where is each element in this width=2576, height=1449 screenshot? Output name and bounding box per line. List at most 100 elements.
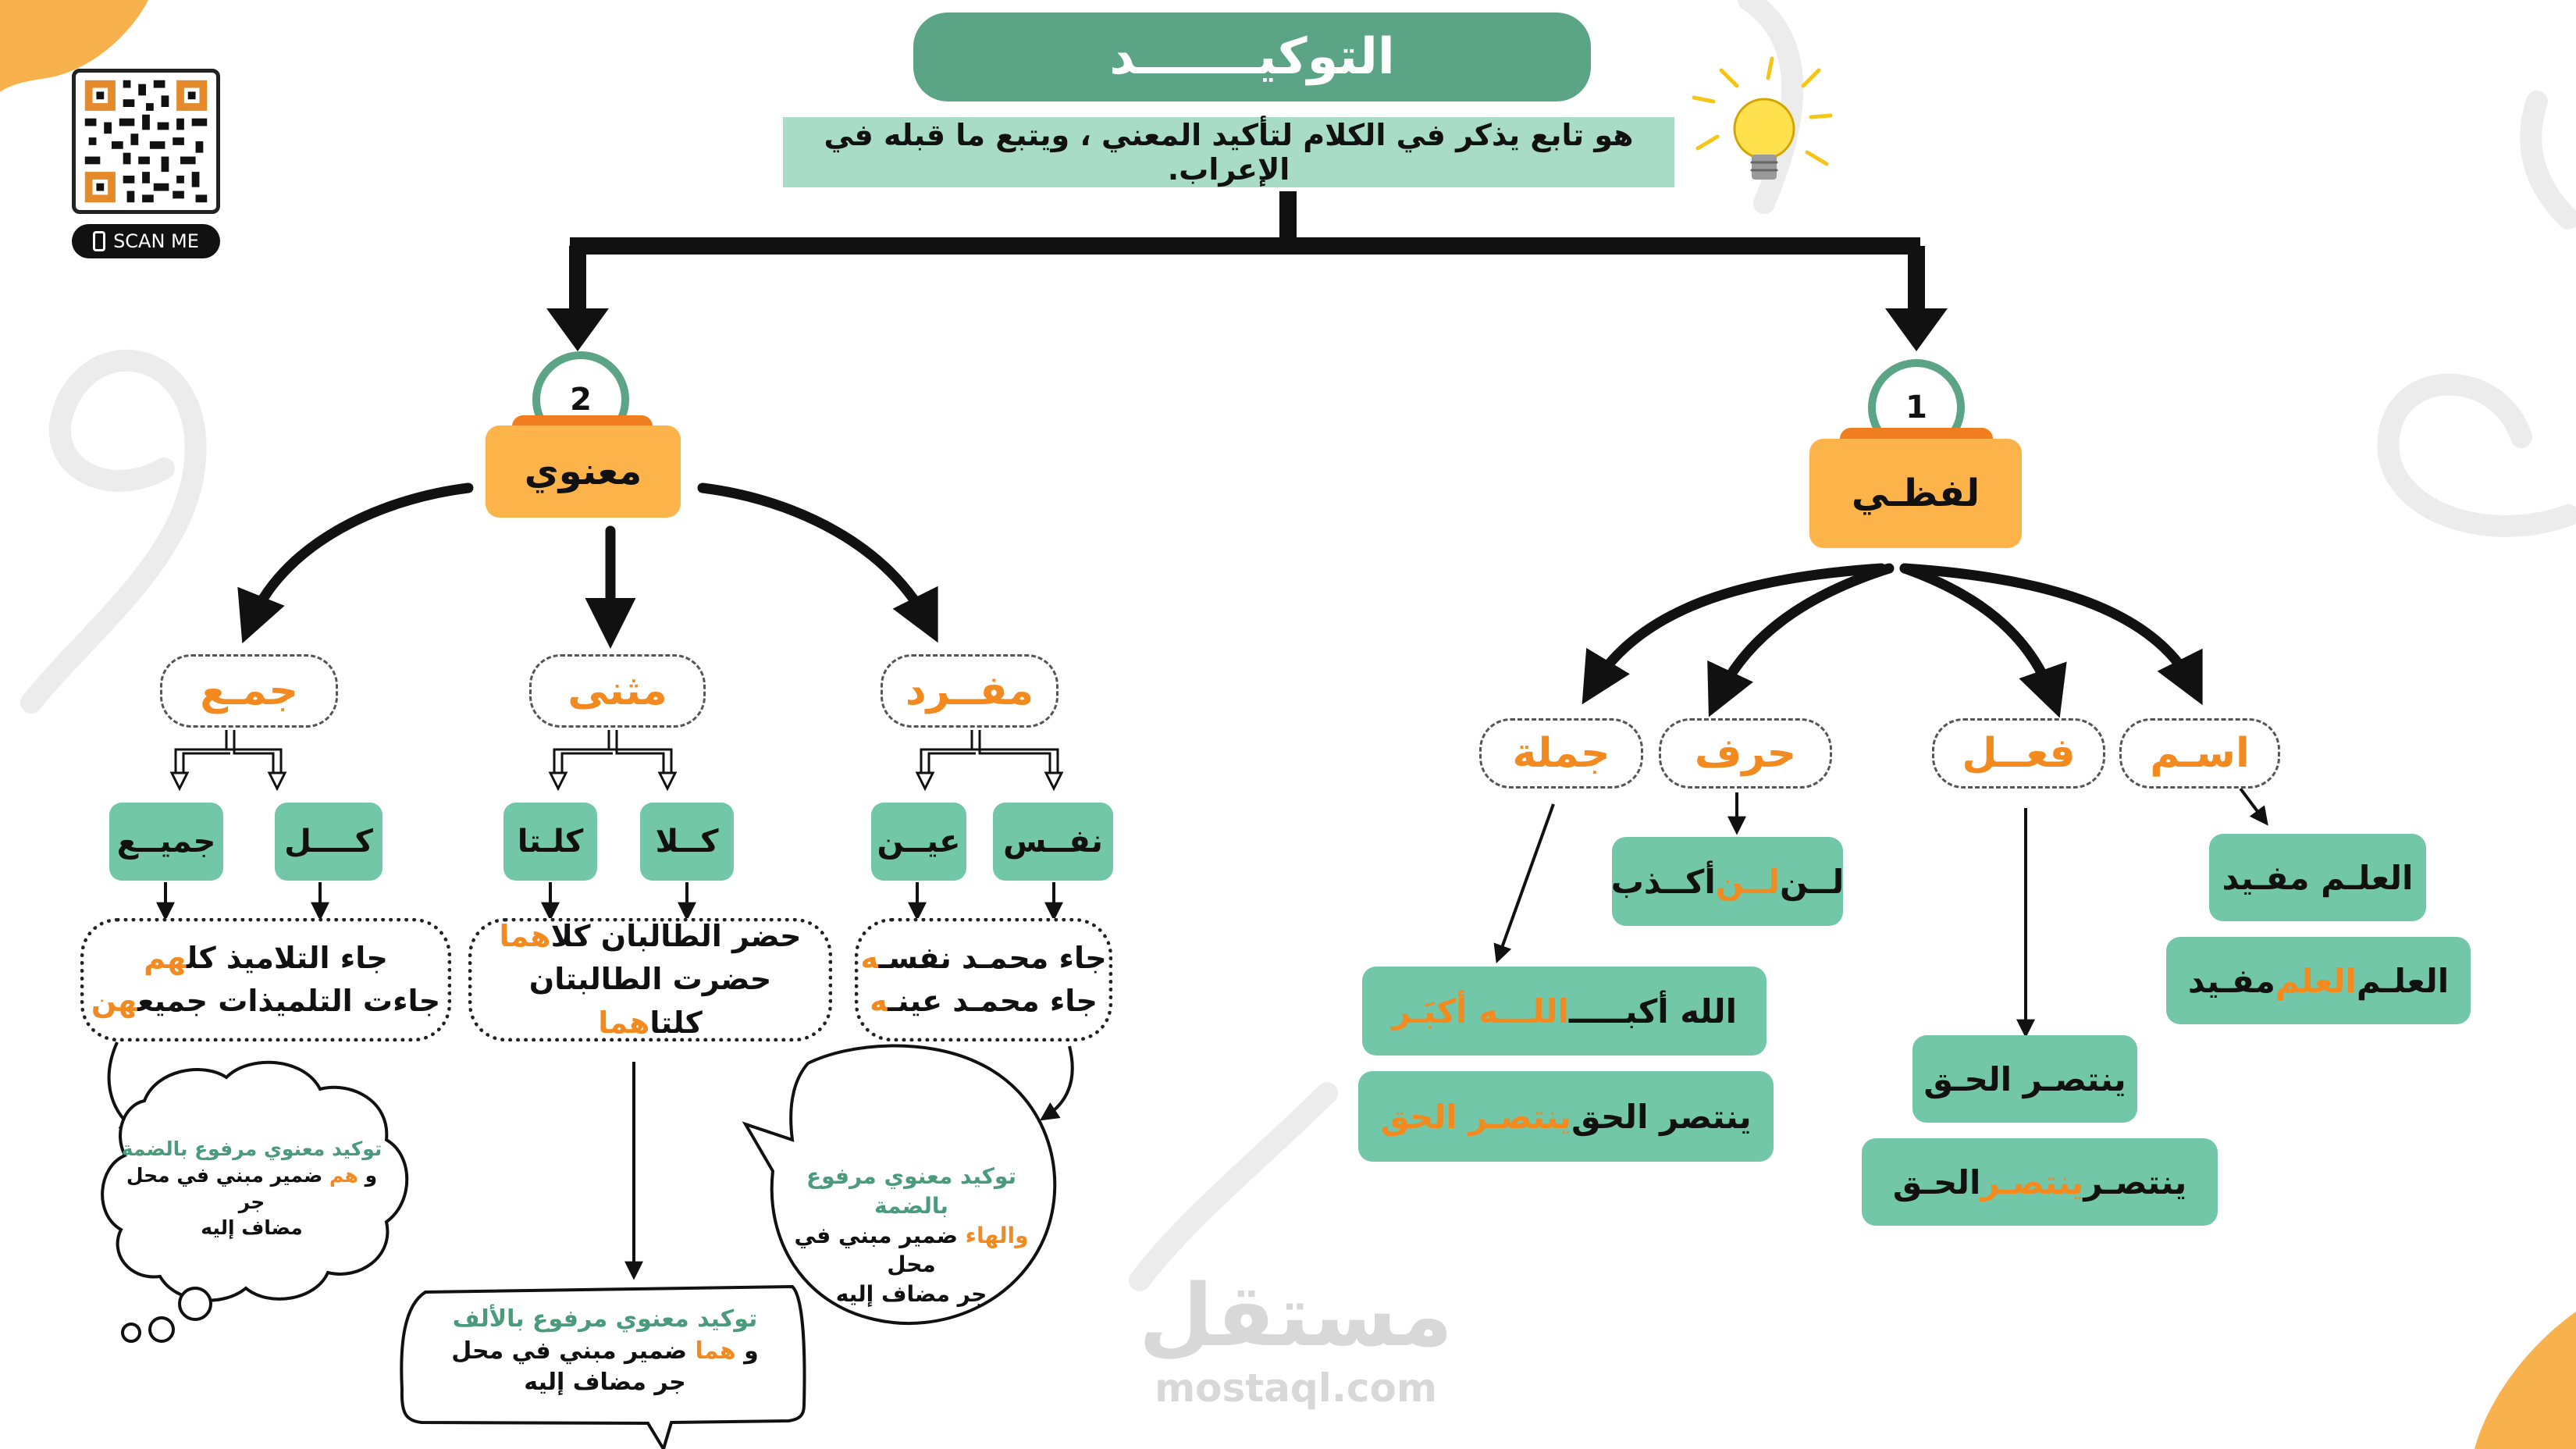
harf-example: لــن لــن أكــذب — [1610, 837, 1845, 926]
mufrad-note: توكيد معنوي مرفوع بالضمة والهاء ضمير مبن… — [777, 1162, 1046, 1309]
jumla-example-2-repeat: ينتصـر الحق — [1380, 1097, 1572, 1136]
watermark-arabic: مستقل — [1138, 1266, 1453, 1365]
mufrad-example-1-pronoun: ه — [860, 940, 879, 975]
mufrad-example-2-pronoun: ه — [870, 984, 888, 1018]
mufrad-note-line-3: جر مضاف إليه — [835, 1281, 987, 1308]
mufrad-example-2-text: جاء محمـد عينـ — [888, 984, 1098, 1018]
scan-me-badge[interactable]: SCAN ME — [72, 224, 220, 258]
jumla-example-2: ينتصر الحق ينتصـر الحق — [1358, 1071, 1774, 1162]
muthanna-example-1-pronoun: هما — [499, 919, 551, 954]
jam-note-prefix: و — [358, 1163, 378, 1187]
ism-example-2: العلـم العلم مفـيد — [2166, 937, 2471, 1024]
jam-example-2-text: جاءت التلميذات جميع — [137, 984, 441, 1018]
fil-example-1: ينتصـر الحـق — [1912, 1035, 2137, 1123]
lafzi-thin-connectors — [1493, 787, 2268, 1038]
mufrad-note-line-2: والهاء ضمير مبني في محل — [777, 1221, 1046, 1280]
ism-example-1: العلـم مفـيد — [2209, 834, 2426, 921]
lafzi-category-fil: فعــل — [1932, 718, 2105, 789]
jam-word-jami: جميــع — [109, 803, 223, 881]
muthanna-word-kila: كــلا — [640, 803, 734, 881]
qr-code[interactable] — [72, 69, 220, 214]
muthanna-note-prefix: و — [735, 1337, 759, 1365]
corner-blob-top-left — [0, 0, 148, 92]
mufrad-note-title: توكيد معنوي مرفوع بالضمة — [806, 1163, 1016, 1219]
muthanna-note-line-3: جر مضاف إليه — [524, 1369, 686, 1396]
mufrad-note-bubble — [742, 1044, 1057, 1326]
thought-dots — [121, 1287, 212, 1343]
lafzi-category-jumla: جملة — [1479, 718, 1643, 789]
mufrad-note-pronoun: والهاء — [965, 1222, 1029, 1248]
jumla-example-2-part-a: ينتصر الحق — [1571, 1097, 1752, 1136]
manawi-curved-arrows — [237, 482, 938, 649]
muthanna-note: توكيد معنوي مرفوع بالألف و هما ضمير مبني… — [414, 1304, 796, 1399]
mufrad-example-1-text: جاء محمـد نفسـ — [878, 940, 1107, 975]
manawi-category-mufrad: مفــرد — [881, 654, 1059, 728]
mufrad-note-text: ضمير مبني في محل — [794, 1222, 966, 1278]
muthanna-note-title: توكيد معنوي مرفوع بالألف — [452, 1305, 758, 1333]
jam-example-2-pronoun: هن — [91, 984, 138, 1018]
ism-example-2-part-a: العلـم — [2356, 961, 2450, 1000]
muthanna-example-1-text: حضر الطالبان كلا — [550, 919, 802, 954]
jam-examples: جاء التلاميذ كلهم جاءت التلميذات جميعهن — [80, 918, 451, 1041]
jam-note-title: توكيد معنوي مرفوع بالضمة — [121, 1137, 382, 1160]
mufrad-example-2: جاء محمـد عينـه — [870, 980, 1098, 1023]
definition-text: هو تابع يذكر في الكلام لتأكيد المعني ، و… — [783, 117, 1674, 187]
manawi-branch-box: معنوي — [486, 425, 681, 518]
muthanna-example-1: حضر الطالبان كلاهما — [499, 915, 801, 958]
fil-example-2: ينتصـر ينتصـر الحـق — [1862, 1138, 2218, 1226]
jam-example-1: جاء التلاميذ كلهم — [144, 937, 388, 980]
jumla-example-1: الله أكبـــــ اللـــه أكبَـر — [1362, 967, 1767, 1056]
manawi-bracket-arrowheads — [169, 771, 1064, 792]
jam-note-cloud — [101, 1060, 409, 1302]
fil-example-2-part-c: الحـق — [1892, 1162, 1981, 1202]
arrow-head-left-branch — [546, 308, 609, 351]
ism-example-2-part-c: مفـيد — [2187, 961, 2275, 1000]
jam-example-1-text: جاء التلاميذ كل — [187, 940, 388, 975]
qr-code-icon — [84, 80, 208, 203]
manawi-bracket-connectors — [174, 730, 1059, 773]
manawi-category-jam: جمـع — [160, 654, 338, 728]
background-calligraphy — [20, 0, 2576, 1291]
fil-example-2-repeat: ينتصـر — [1980, 1162, 2084, 1202]
muthanna-example-2-text: حضرت الطالبتان كلتا — [528, 962, 772, 1040]
lafzi-branch-box: لفظـي — [1809, 439, 2022, 548]
lafzi-category-harf: حرف — [1659, 718, 1832, 789]
ism-example-2-repeat: العلم — [2275, 961, 2357, 1000]
lafzi-curved-arrows — [1582, 563, 2203, 718]
lafzi-category-ism: اسـم — [2119, 718, 2280, 789]
muthanna-examples: حضر الطالبان كلاهما حضرت الطالبتان كلتاه… — [468, 918, 832, 1041]
harf-example-repeat: لــن — [1715, 862, 1780, 901]
corner-blob-bottom-right — [2475, 1312, 2576, 1449]
mufrad-example-1: جاء محمـد نفسـه — [860, 937, 1106, 980]
muthanna-note-bubble — [400, 1284, 806, 1449]
muthanna-note-pronoun: هما — [695, 1337, 736, 1365]
phone-icon — [93, 231, 106, 251]
harf-example-part-c: أكــذب — [1610, 862, 1716, 901]
jam-word-kull: كــــل — [275, 803, 382, 881]
mufrad-word-nafs: نفــس — [993, 803, 1113, 881]
jam-example-1-pronoun: هم — [144, 940, 187, 975]
jam-note-line-3: مضاف إليه — [201, 1216, 303, 1240]
muthanna-word-kilta: كلـتا — [503, 803, 597, 881]
jam-example-2: جاءت التلميذات جميعهن — [91, 980, 440, 1023]
fil-example-2-part-a: ينتصـر — [2083, 1162, 2187, 1202]
lafzi-number: 1 — [1905, 390, 1927, 425]
lightbulb-icon — [1692, 56, 1833, 180]
mufrad-examples: جاء محمـد نفسـه جاء محمـد عينـه — [855, 918, 1112, 1041]
jumla-example-1-repeat: اللـــه أكبَـر — [1391, 992, 1569, 1031]
scan-me-label: SCAN ME — [113, 230, 199, 252]
muthanna-example-2-pronoun: هما — [598, 1005, 650, 1040]
manawi-category-muthanna: مثنى — [529, 654, 706, 728]
jumla-example-1-part-a: الله أكبـــــ — [1568, 992, 1738, 1031]
harf-example-part-a: لــن — [1780, 862, 1845, 901]
jam-note: توكيد معنوي مرفوع بالضمة و هم ضمير مبني … — [117, 1136, 386, 1241]
mufrad-word-ayn: عيــن — [871, 803, 966, 881]
muthanna-note-text: ضمير مبني في محل — [451, 1337, 696, 1365]
muthanna-example-2: حضرت الطالبتان كلتاهما — [472, 958, 828, 1044]
page-title: التوكيـــــــد — [913, 12, 1591, 101]
jam-note-text: ضمير مبني في محل جر — [126, 1163, 329, 1213]
jam-note-pronoun: هم — [329, 1163, 358, 1187]
top-tree-connector — [569, 191, 1925, 312]
muthanna-note-line-2: و هما ضمير مبني في محل — [414, 1336, 796, 1368]
